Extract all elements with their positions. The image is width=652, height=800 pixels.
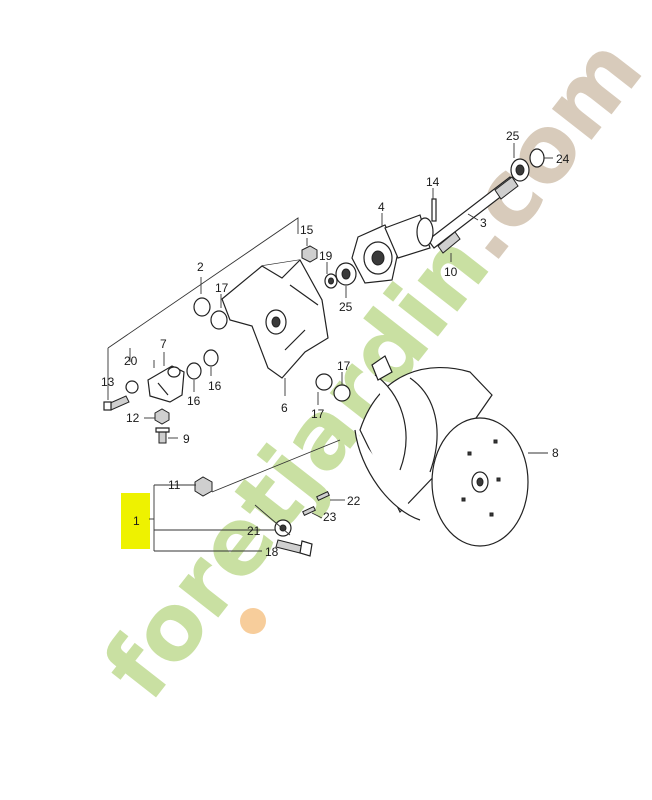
callout-9: 9 bbox=[183, 432, 190, 446]
callout-16a: 16 bbox=[187, 394, 201, 408]
callout-17c: 17 bbox=[311, 407, 325, 421]
callout-15: 15 bbox=[300, 223, 314, 237]
bushing-17-right-b bbox=[333, 384, 351, 402]
bolt-13 bbox=[103, 395, 130, 411]
callout-7: 7 bbox=[160, 337, 167, 351]
leader-lines bbox=[107, 143, 553, 552]
callout-8: 8 bbox=[552, 446, 559, 460]
callout-18: 18 bbox=[265, 545, 279, 559]
bushing-16 bbox=[186, 349, 219, 380]
callout-23: 23 bbox=[323, 510, 337, 524]
pin-part bbox=[431, 198, 437, 222]
bushing-17-top bbox=[193, 297, 228, 330]
highlight-box bbox=[121, 493, 150, 549]
callout-1: 1 bbox=[133, 514, 140, 528]
callout-22: 22 bbox=[347, 494, 361, 508]
screw-9 bbox=[155, 427, 170, 444]
pin-23 bbox=[302, 505, 316, 517]
bearing-top bbox=[510, 148, 545, 182]
bushing-17-right bbox=[315, 373, 333, 391]
callout-10: 10 bbox=[444, 265, 458, 279]
callout-12: 12 bbox=[126, 411, 140, 425]
bolt-10 bbox=[437, 231, 461, 254]
auger-assembly bbox=[354, 355, 529, 547]
callout-17b: 17 bbox=[337, 359, 351, 373]
washer-20 bbox=[125, 380, 139, 394]
callout-11: 11 bbox=[168, 478, 181, 492]
bearing-25 bbox=[335, 262, 357, 286]
callout-17a: 17 bbox=[215, 281, 229, 295]
pin-22 bbox=[316, 490, 330, 502]
callout-13: 13 bbox=[101, 375, 115, 389]
callout-24: 24 bbox=[556, 152, 570, 166]
callout-14: 14 bbox=[426, 175, 440, 189]
callout-2: 2 bbox=[197, 260, 204, 274]
callout-25a: 25 bbox=[506, 129, 520, 143]
gear-case bbox=[351, 214, 434, 284]
callout-labels: 1 2 3 4 6 7 8 9 10 11 12 13 14 15 16 16 … bbox=[101, 129, 570, 559]
nut-11 bbox=[194, 476, 213, 497]
callout-4: 4 bbox=[378, 200, 385, 214]
washer-19 bbox=[324, 273, 338, 289]
bracket-7 bbox=[147, 365, 185, 403]
nut-15 bbox=[301, 245, 318, 263]
nut-12 bbox=[154, 408, 170, 425]
shaft-part bbox=[427, 176, 519, 249]
callout-21: 21 bbox=[247, 524, 261, 538]
bolt-18 bbox=[275, 539, 313, 557]
callout-3: 3 bbox=[480, 216, 487, 230]
callout-25b: 25 bbox=[339, 300, 353, 314]
watermark-dot bbox=[240, 608, 266, 634]
callout-6: 6 bbox=[281, 401, 288, 415]
callout-20: 20 bbox=[124, 354, 138, 368]
callout-19: 19 bbox=[319, 249, 333, 263]
callout-16b: 16 bbox=[208, 379, 222, 393]
auger-housing bbox=[221, 259, 329, 379]
